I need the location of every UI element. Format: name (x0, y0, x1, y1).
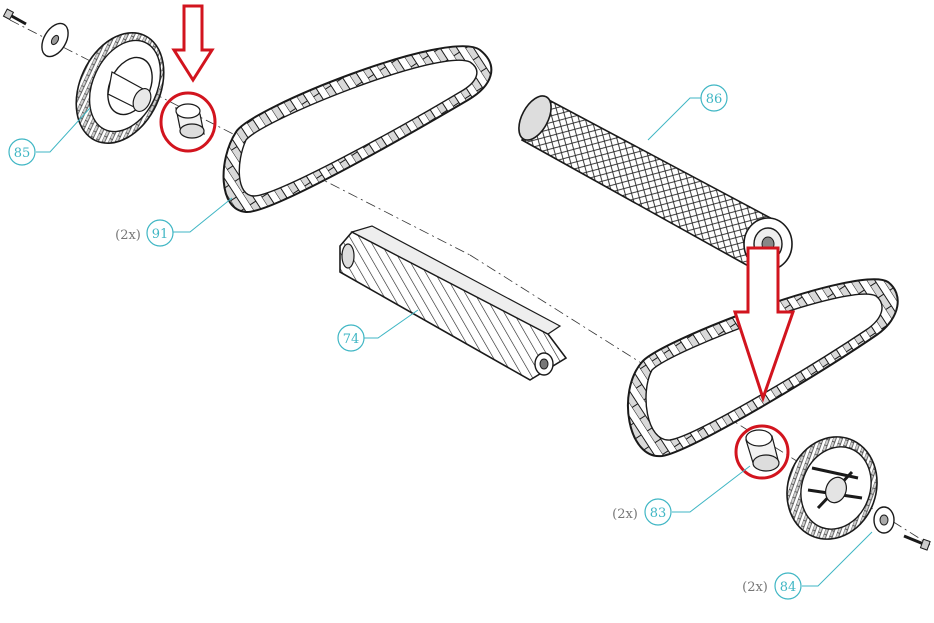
arrow-down-top (171, 4, 215, 83)
highlight-circle-83 (734, 424, 790, 480)
highlight-circles (159, 91, 790, 480)
drive-gear-84 (786, 436, 878, 540)
highlight-arrows (171, 4, 796, 403)
callout-91: (2x) 91 (115, 219, 174, 247)
track-belt-91 (222, 45, 493, 214)
bushing-top (175, 103, 205, 139)
callout-84-label: 84 (780, 580, 797, 595)
callout-74-label: 74 (343, 332, 360, 347)
bushing-83 (745, 429, 780, 472)
brush-roller-86 (518, 95, 793, 271)
washer-top-left (41, 22, 69, 58)
axis-lines (9, 19, 931, 546)
arrow-down-lower (732, 246, 796, 403)
screw-lower-right (903, 534, 931, 551)
callout-leaders (36, 97, 873, 587)
callout-83-label: 83 (650, 506, 667, 521)
washer-lower-right (873, 506, 895, 534)
callout-85-label: 85 (14, 146, 31, 161)
callout-86-label: 86 (706, 92, 723, 107)
callout-83-qty: (2x) (612, 507, 638, 522)
roller-brush-74 (339, 225, 568, 381)
callout-84-qty: (2x) (742, 580, 768, 595)
screw-top-left (2, 8, 27, 26)
callout-84: (2x) 84 (742, 572, 802, 600)
callout-83: (2x) 83 (612, 498, 672, 526)
callouts: 85 (2x) 91 86 74 (2x) 83 (2x) 84 (8, 84, 802, 600)
callout-91-label: 91 (152, 227, 169, 242)
callout-74: 74 (337, 324, 365, 352)
callout-85: 85 (8, 138, 36, 166)
highlight-circle-top (159, 91, 217, 153)
callout-86: 86 (700, 84, 728, 112)
drive-gear-85 (75, 31, 165, 145)
callout-91-qty: (2x) (115, 228, 141, 243)
